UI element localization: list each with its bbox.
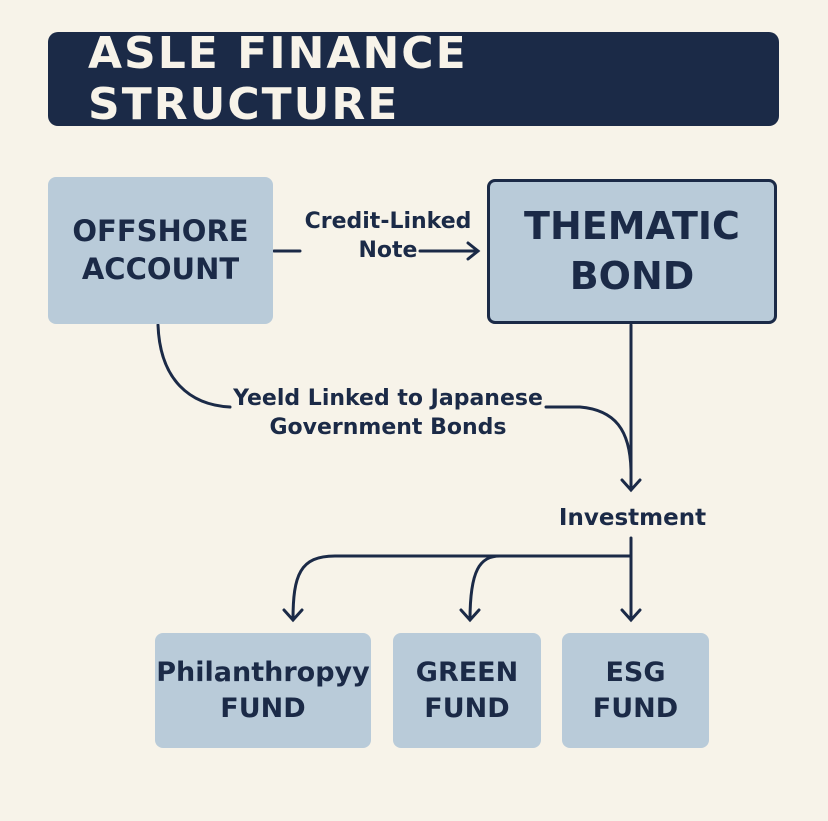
arrow-credit-linked [272, 241, 481, 261]
diagram-title: ASLE FINANCE STRUCTURE [48, 28, 779, 130]
line-investment-branch [282, 536, 642, 623]
line-thematic-down [620, 323, 642, 493]
investment-label: Investment [558, 505, 707, 531]
